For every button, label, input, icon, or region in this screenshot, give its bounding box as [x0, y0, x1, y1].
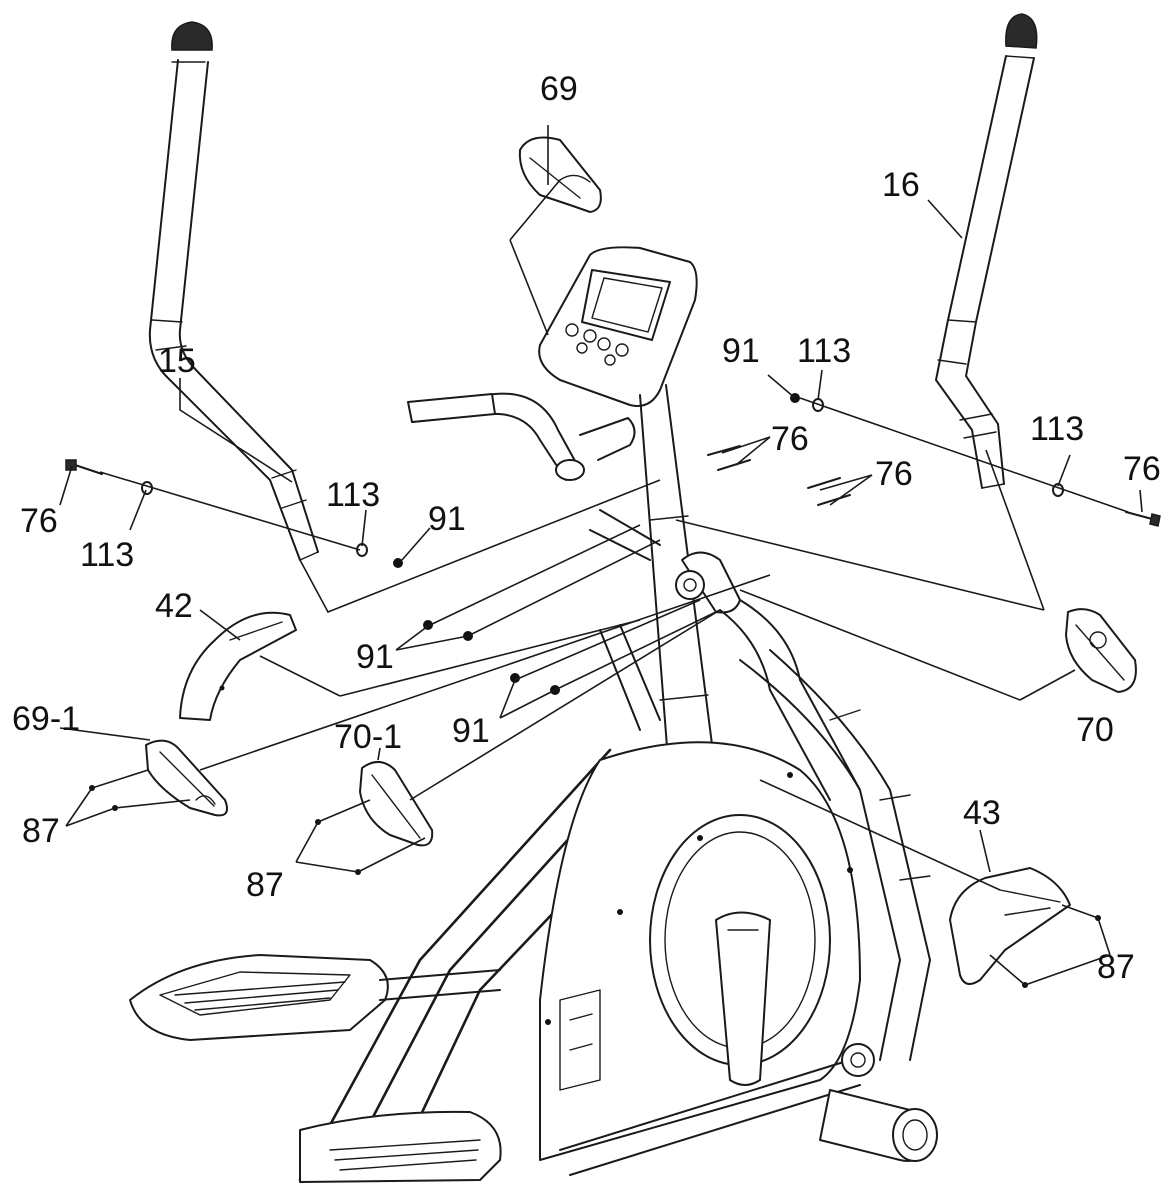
label-42: 42: [155, 587, 193, 625]
washers-part-113: [141, 398, 1064, 557]
label-113-left: 113: [80, 536, 134, 574]
leader-lines: [59, 125, 1143, 986]
label-91-center-left: 91: [428, 500, 466, 538]
label-87-right: 87: [1097, 948, 1135, 986]
label-76-upper-center: 76: [771, 420, 809, 458]
label-69: 69: [540, 70, 578, 108]
label-91-top: 91: [722, 332, 760, 370]
nuts-part-91: [393, 393, 800, 695]
left-foot-pedal: [129, 954, 501, 1041]
label-113-top: 113: [797, 332, 851, 370]
label-70-1: 70-1: [334, 718, 402, 756]
cover-part-69-1: [145, 739, 228, 817]
label-76-lower-center: 76: [875, 455, 913, 493]
label-43: 43: [963, 794, 1001, 832]
label-113-center-left: 113: [326, 476, 380, 514]
label-91-center-pair: 91: [452, 712, 490, 750]
label-76-left: 76: [20, 502, 58, 540]
display-console: [538, 246, 698, 407]
cover-part-43: [949, 867, 1071, 985]
fixed-handlebar-grips: [407, 392, 661, 561]
pivot-bracket: [599, 551, 861, 801]
label-70: 70: [1076, 711, 1114, 749]
label-16: 16: [882, 166, 920, 204]
label-76-right: 76: [1123, 450, 1161, 488]
crank-arm: [559, 911, 938, 1176]
cover-part-70: [1065, 608, 1137, 693]
cover-part-70-1: [359, 761, 434, 847]
bolts-part-76: [65, 445, 1161, 527]
cover-part-42: [179, 611, 297, 721]
part-labels: 69 16 15 91 113 76 76 113 76 76 113 113 …: [12, 70, 1161, 986]
label-15: 15: [158, 342, 196, 380]
label-69-1: 69-1: [12, 700, 80, 738]
left-handlebar-part-15: [148, 21, 319, 561]
label-91-left-pair: 91: [356, 638, 394, 676]
right-foot-pedal: [299, 1110, 502, 1183]
console-cover-part-69: [518, 136, 602, 213]
label-87-left: 87: [22, 812, 60, 850]
label-113-right: 113: [1030, 410, 1084, 448]
flywheel-shroud: [539, 741, 861, 1161]
right-handlebar-part-16: [935, 13, 1038, 489]
label-87-center: 87: [246, 866, 284, 904]
